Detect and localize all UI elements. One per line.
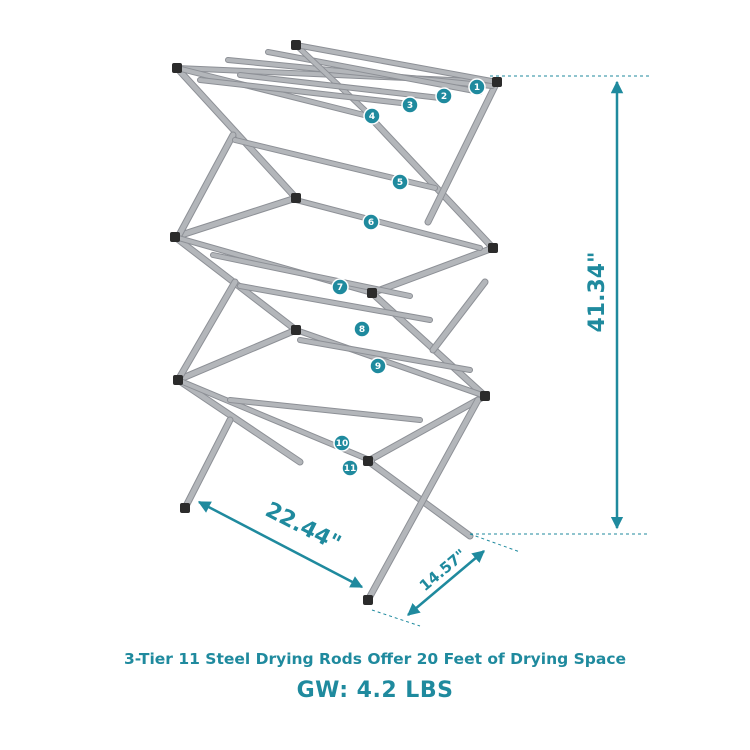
height-label: 41.34" bbox=[585, 251, 610, 332]
rod-badge-11: 11 bbox=[341, 459, 359, 477]
rod-badge-label: 6 bbox=[368, 218, 374, 228]
rod-badge-label: 1 bbox=[474, 83, 480, 93]
rod-badge-10: 10 bbox=[333, 434, 351, 452]
drying-rod bbox=[237, 72, 443, 101]
drying-rod bbox=[227, 397, 423, 423]
rod-badge-label: 8 bbox=[359, 325, 365, 335]
rod-badge-label: 9 bbox=[375, 362, 381, 372]
drying-rod bbox=[293, 197, 483, 251]
rod-end-cap bbox=[180, 503, 190, 513]
frame-leg bbox=[424, 78, 501, 226]
drying-rod bbox=[265, 49, 483, 95]
frame-leg bbox=[368, 244, 497, 297]
rod-badge-4: 4 bbox=[363, 107, 381, 125]
rod-end-cap bbox=[363, 595, 373, 605]
product-caption: 3-Tier 11 Steel Drying Rods Offer 20 Fee… bbox=[123, 650, 627, 668]
frame-leg bbox=[174, 278, 239, 384]
rod-badge-7: 7 bbox=[331, 278, 349, 296]
frame-leg bbox=[364, 392, 489, 465]
gross-weight: GW: 4.2 LBS bbox=[296, 678, 454, 703]
rod-badge-3: 3 bbox=[401, 96, 419, 114]
rod-number-badges: 1 2 3 4 5 6 7 8 9 10 11 bbox=[331, 78, 486, 477]
frame-leg bbox=[429, 278, 489, 354]
drying-rod bbox=[210, 252, 413, 299]
rod-end-cap bbox=[170, 232, 180, 242]
rod-end-cap bbox=[363, 456, 373, 466]
rod-badge-1: 1 bbox=[468, 78, 486, 96]
rod-badge-6: 6 bbox=[362, 213, 380, 231]
frame-leg bbox=[174, 376, 304, 466]
drying-rod bbox=[237, 283, 433, 323]
drying-rod bbox=[225, 57, 495, 89]
drying-rod bbox=[293, 327, 488, 399]
rod-badge-label: 4 bbox=[369, 112, 375, 122]
rod-end-cap bbox=[480, 391, 490, 401]
rod-end-cap bbox=[367, 288, 377, 298]
frame-leg bbox=[174, 326, 300, 384]
rod-badge-label: 11 bbox=[344, 464, 357, 474]
drying-rod bbox=[293, 42, 500, 85]
width-label: 22.44" bbox=[261, 498, 345, 557]
frame-leg bbox=[171, 194, 300, 241]
rod-end-cap bbox=[291, 193, 301, 203]
rod-badge-2: 2 bbox=[435, 87, 453, 105]
frame-leg bbox=[364, 457, 474, 540]
rod-end-cap bbox=[172, 63, 182, 73]
drying-rod bbox=[293, 42, 375, 120]
frame-leg bbox=[181, 416, 234, 512]
drying-rod bbox=[297, 337, 473, 373]
width-dimension: 22.44" bbox=[197, 498, 364, 589]
rod-end-cap bbox=[291, 325, 301, 335]
frame-leg bbox=[366, 113, 497, 252]
rod-badge-label: 10 bbox=[336, 439, 349, 449]
frame-leg bbox=[364, 396, 482, 604]
rod-end-cap bbox=[488, 243, 498, 253]
rod-badge-label: 5 bbox=[397, 178, 403, 188]
rod-badge-5: 5 bbox=[391, 173, 409, 191]
height-dimension: 41.34" bbox=[470, 75, 650, 535]
rod-end-cap bbox=[173, 375, 183, 385]
rack-frame bbox=[171, 42, 501, 604]
drying-rod bbox=[174, 65, 375, 120]
rod-badge-9: 9 bbox=[369, 357, 387, 375]
frame-leg bbox=[174, 131, 237, 241]
rod-end-cap bbox=[492, 77, 502, 87]
rack-end-caps bbox=[170, 40, 502, 605]
rod-badge-label: 7 bbox=[337, 283, 343, 293]
rod-end-cap bbox=[291, 40, 301, 50]
rod-badge-8: 8 bbox=[353, 320, 371, 338]
rod-badge-label: 3 bbox=[407, 101, 413, 111]
drying-rod bbox=[197, 77, 413, 107]
frame-leg bbox=[173, 64, 300, 202]
rod-badge-label: 2 bbox=[441, 92, 447, 102]
